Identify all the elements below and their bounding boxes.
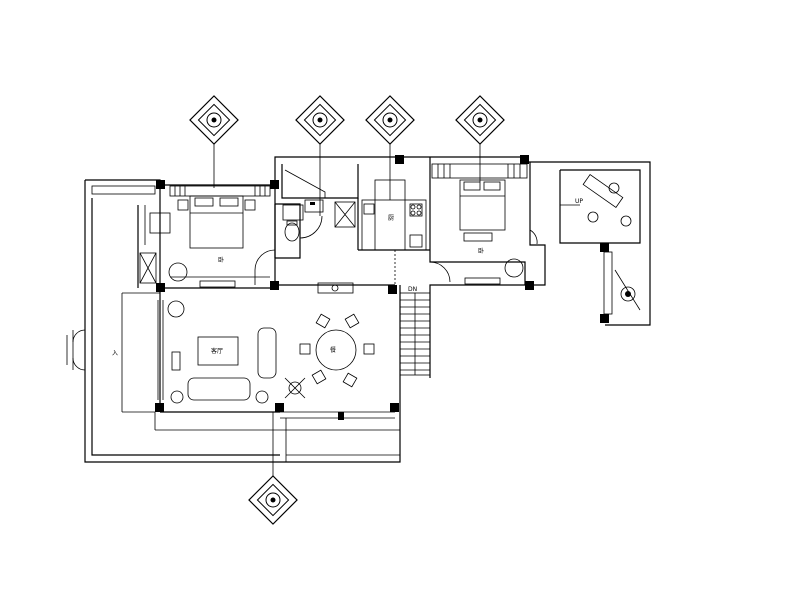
section-marker-d [455,95,505,145]
room-label-bedroom-2: 卧 [478,247,484,255]
room-label-living-room: 客厅 [211,347,223,355]
bathroom [282,169,356,242]
kitchen: 厨 [361,179,427,285]
room-label-bedroom-1: 卧 [218,256,224,264]
room-label-dining: 餐 [330,346,336,354]
structural-columns [155,155,609,420]
outer-walls [84,156,651,463]
room-label-kitchen: 厨 [388,215,394,222]
dining-area: 餐 [299,282,375,388]
stair-down-label: DN [408,286,417,293]
marker-leaders [213,144,481,478]
door-swings [66,215,538,371]
section-marker-b [295,95,345,145]
bedroom-2: 卧 [431,163,528,285]
stair-up-label: UP [575,198,583,205]
terrace: UP [560,174,641,315]
staircase: DN [399,286,431,376]
section-marker-a [189,95,239,145]
room-label-entrance: 入 [112,350,118,357]
bedroom-1: 卧 [149,185,271,288]
section-marker-e [248,475,298,525]
living-room: 客厅 [157,300,306,404]
section-marker-c [365,95,415,145]
